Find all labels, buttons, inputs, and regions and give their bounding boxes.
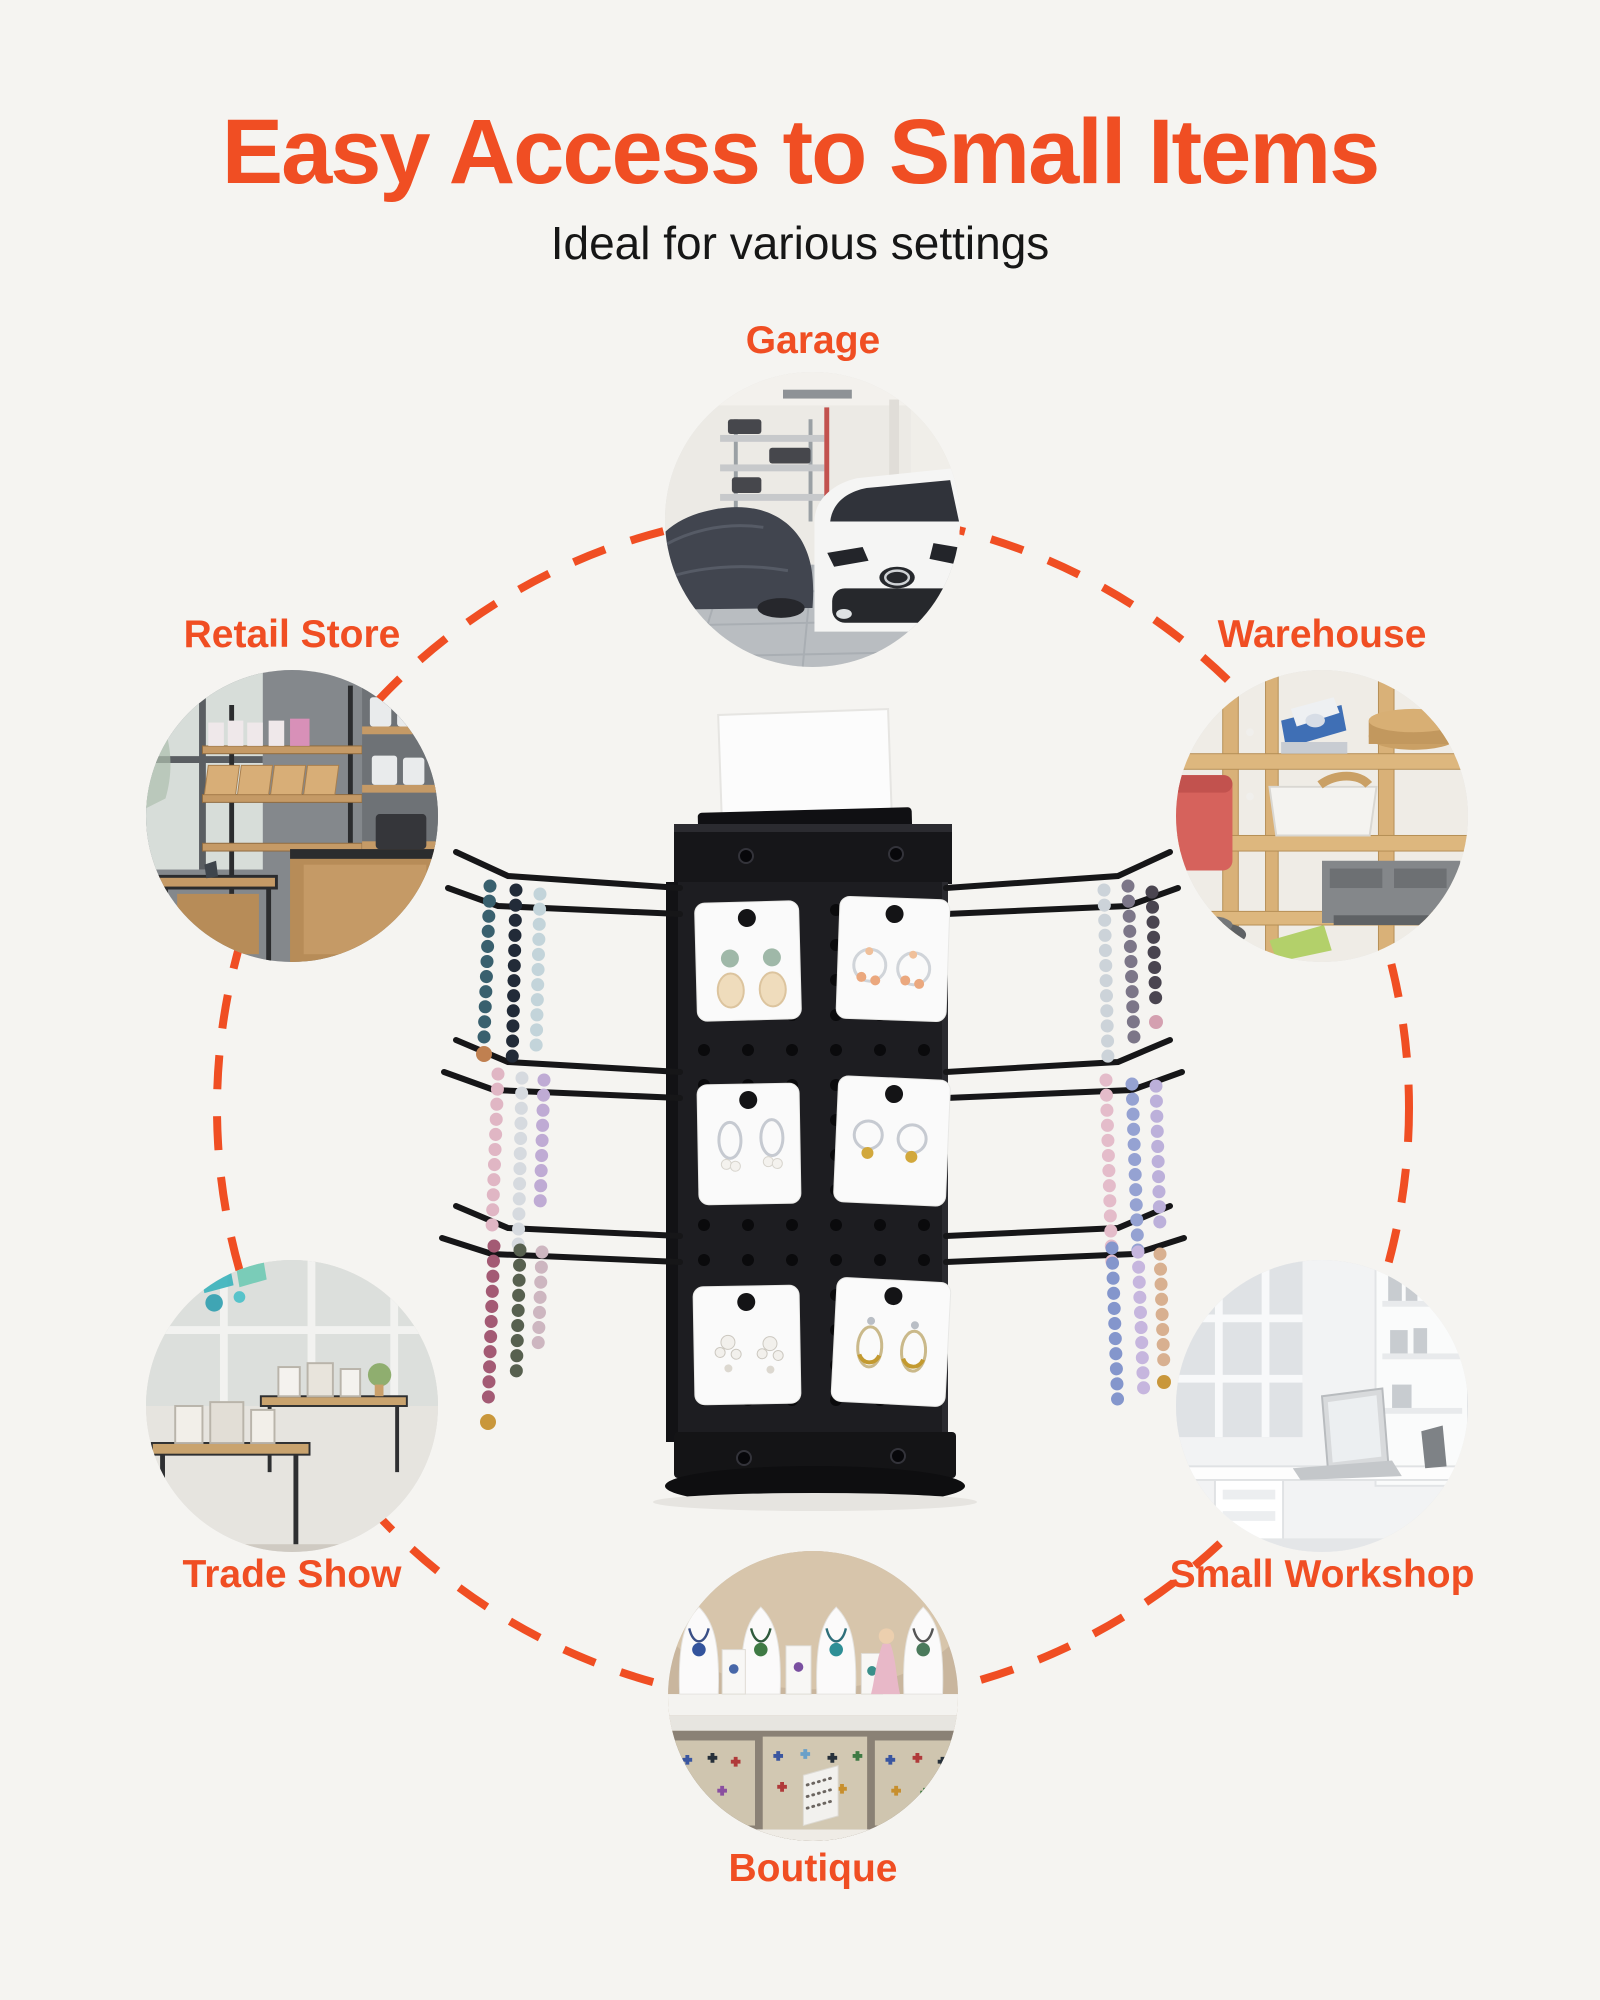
trade-show-label: Trade Show xyxy=(182,1553,402,1596)
rotating-base xyxy=(653,1432,977,1511)
boutique-label: Boutique xyxy=(728,1847,898,1890)
warehouse-photo xyxy=(1176,670,1468,962)
lit-doll-figure xyxy=(871,1628,900,1695)
small-workshop-photo xyxy=(1176,1260,1468,1552)
rotating-pegboard-display xyxy=(428,706,1198,1526)
boutique-scene xyxy=(668,1551,958,1841)
pegboard-display-illustration xyxy=(439,708,1187,1511)
trade-show-scene xyxy=(146,1260,438,1552)
earring-cards xyxy=(692,895,952,1407)
page-subtitle: Ideal for various settings xyxy=(550,217,1050,269)
display-top-cap xyxy=(674,824,952,884)
garage-photo xyxy=(665,372,960,667)
page-title: Easy Access to Small Items xyxy=(221,101,1381,203)
trade-show-photo xyxy=(146,1260,438,1552)
retail-store-label: Retail Store xyxy=(183,613,401,656)
bracelet-charms xyxy=(476,1015,1171,1430)
bracelet-strands xyxy=(477,879,1171,1419)
earring-stands xyxy=(802,1764,839,1827)
retail-store-photo xyxy=(146,670,438,962)
necklace-busts xyxy=(678,1606,944,1695)
warehouse-label: Warehouse xyxy=(1217,613,1427,656)
warehouse-scene xyxy=(1176,670,1468,962)
small-workshop-scene xyxy=(1176,1260,1468,1552)
garage-scene xyxy=(665,372,960,667)
boutique-photo xyxy=(668,1551,958,1841)
cap-screws xyxy=(738,846,904,864)
small-workshop-label: Small Workshop xyxy=(1169,1553,1475,1596)
retail-store-scene xyxy=(146,670,438,962)
garage-label: Garage xyxy=(745,319,881,362)
